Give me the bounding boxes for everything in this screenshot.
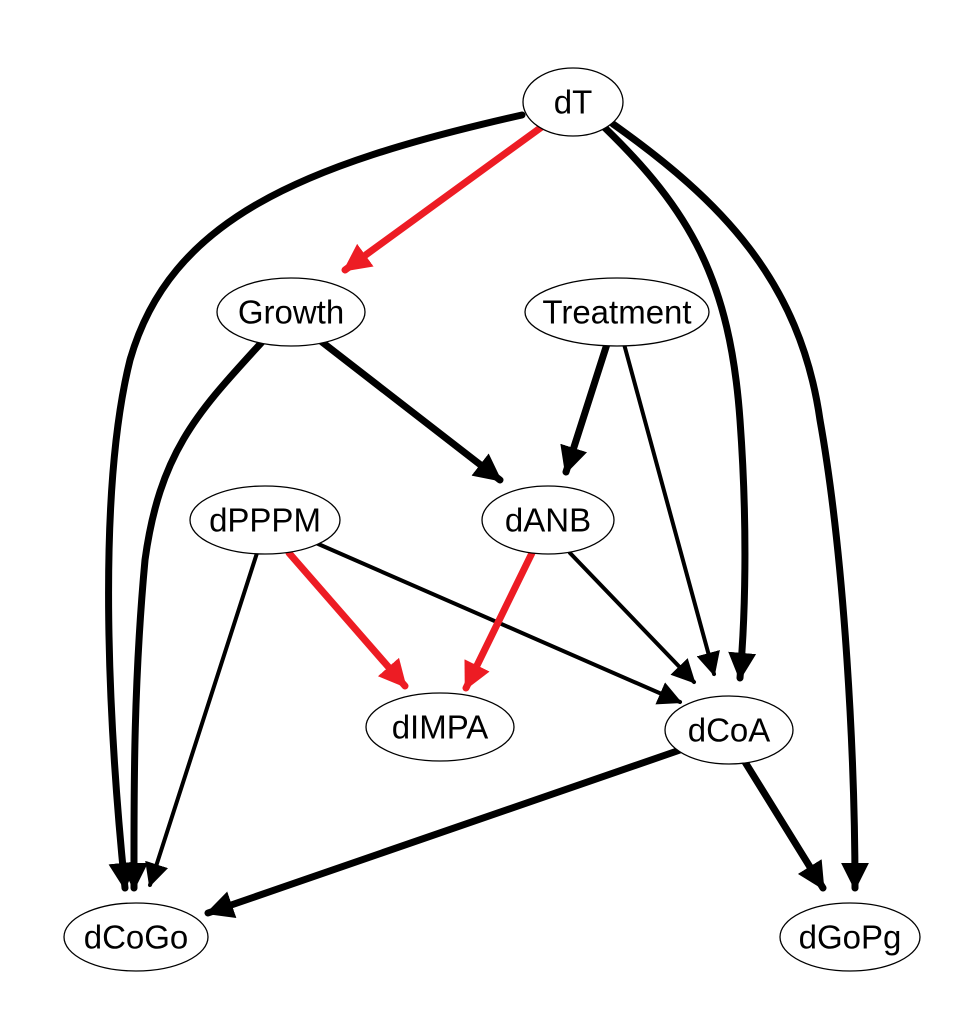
- node-dPPPM-label: dPPPM: [209, 502, 321, 539]
- node-dCoGo-ellipse: [63, 902, 209, 972]
- edge-dT-to-dCoA: [599, 122, 757, 682]
- node-dANB: dANB: [481, 485, 615, 555]
- node-Treatment-ellipse: [524, 277, 710, 347]
- node-Growth-label: Growth: [238, 294, 344, 331]
- node-Growth: Growth: [216, 277, 366, 347]
- node-dGoPg: dGoPg: [779, 902, 921, 972]
- node-dT-ellipse: [522, 67, 624, 137]
- node-dIMPA-label: dIMPA: [392, 709, 489, 746]
- node-dIMPA: dIMPA: [365, 692, 515, 762]
- node-dCoA: dCoA: [664, 695, 794, 765]
- edge-dANB-to-dIMPA: [462, 549, 536, 692]
- node-Growth-ellipse: [216, 277, 366, 347]
- edge-dT-to-dCoGo: [105, 111, 526, 892]
- edge-Treatment-to-dCoA: [622, 342, 720, 677]
- edge-dPPPM-to-dIMPA: [285, 549, 409, 690]
- node-dGoPg-label: dGoPg: [799, 919, 902, 956]
- edge-Treatment-to-dANB: [560, 340, 611, 476]
- edge-Growth-to-dANB: [318, 338, 504, 484]
- edge-Growth-to-dCoGo: [119, 338, 266, 892]
- node-dANB-label: dANB: [505, 502, 591, 539]
- nodes-group: dT Growth Treatment dPPPM dANB dIMPA dCo…: [63, 67, 921, 972]
- edge-dCoA-to-dCoGo: [204, 746, 684, 919]
- node-dCoGo: dCoGo: [63, 902, 209, 972]
- edge-dPPPM-to-dCoGo: [145, 551, 259, 888]
- node-dT-label: dT: [554, 84, 593, 121]
- node-dCoGo-label: dCoGo: [84, 919, 189, 956]
- edge-dANB-to-dCoA: [568, 551, 696, 684]
- node-dIMPA-ellipse: [365, 692, 515, 762]
- edges-group: [105, 111, 869, 919]
- edge-dCoA-to-dGoPg: [741, 758, 827, 892]
- node-dPPPM-ellipse: [189, 485, 341, 555]
- node-dPPPM: dPPPM: [189, 485, 341, 555]
- node-dCoA-label: dCoA: [688, 712, 771, 749]
- node-dGoPg-ellipse: [779, 902, 921, 972]
- node-Treatment-label: Treatment: [542, 294, 691, 331]
- node-Treatment: Treatment: [524, 277, 710, 347]
- edge-dT-to-Growth: [341, 122, 547, 274]
- node-dCoA-ellipse: [664, 695, 794, 765]
- node-dT: dT: [522, 67, 624, 137]
- edge-dT-to-dGoPg: [609, 120, 869, 892]
- node-dANB-ellipse: [481, 485, 615, 555]
